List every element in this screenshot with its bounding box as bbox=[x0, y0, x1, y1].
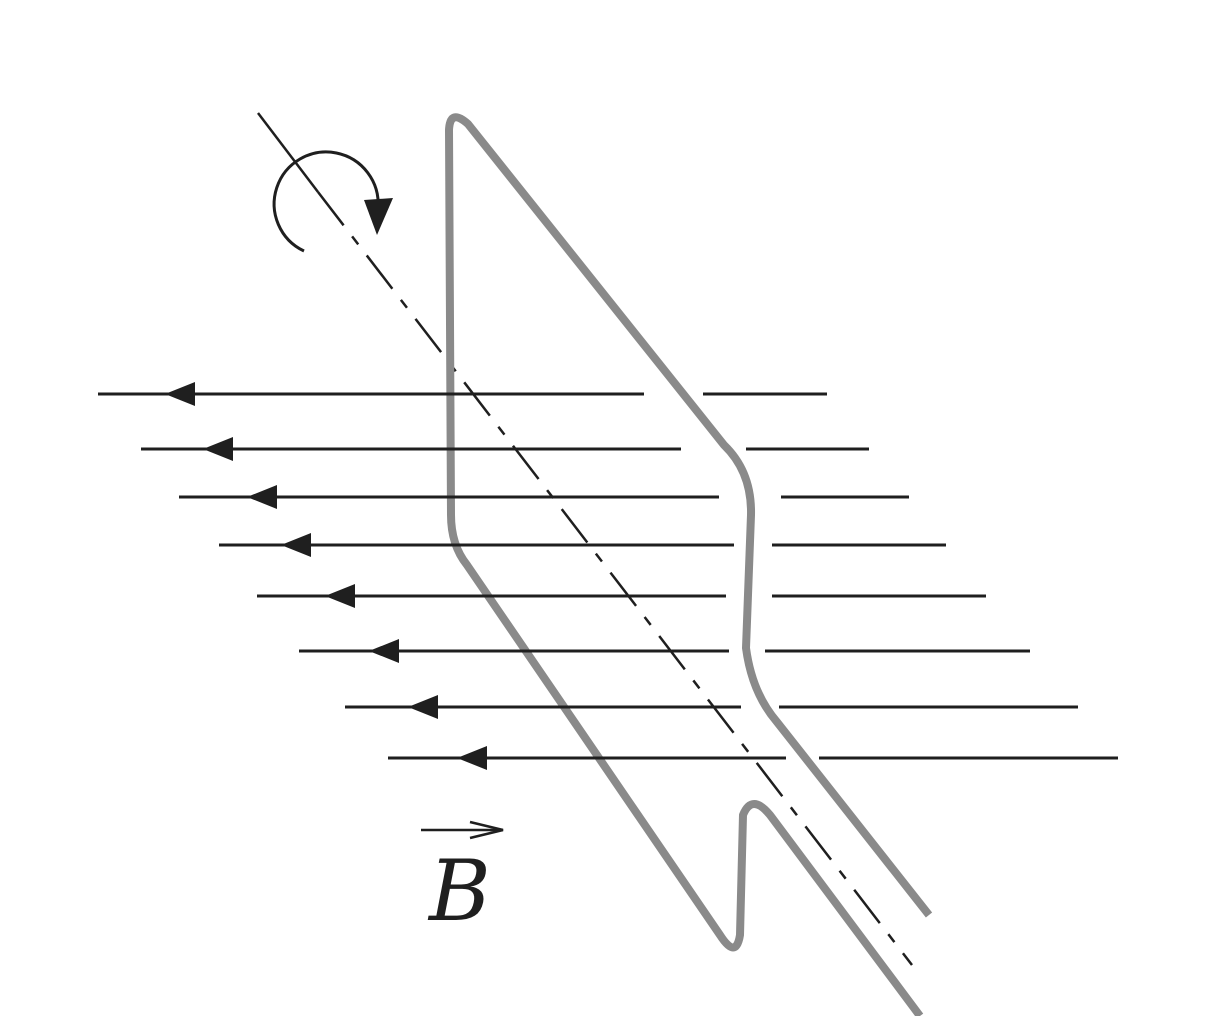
left-arrow-icon bbox=[165, 382, 195, 406]
field-line bbox=[219, 533, 946, 557]
field-symbol: B bbox=[427, 842, 491, 940]
field-line bbox=[345, 695, 1078, 719]
rotation-arrow-icon bbox=[272, 150, 393, 253]
axis-solid-segment bbox=[257, 112, 319, 193]
left-arrow-icon bbox=[203, 437, 233, 461]
axis-dashed-segment bbox=[317, 191, 913, 966]
left-arrow-icon bbox=[247, 485, 277, 509]
left-arrow-icon bbox=[325, 584, 355, 608]
field-line bbox=[179, 485, 909, 509]
field-line bbox=[257, 584, 986, 608]
field-vector-label: B bbox=[421, 820, 504, 940]
left-arrow-icon bbox=[457, 746, 487, 770]
left-arrow-icon bbox=[369, 639, 399, 663]
wire-loop bbox=[445, 113, 933, 1016]
field-line bbox=[299, 639, 1030, 663]
left-arrow-icon bbox=[281, 533, 311, 557]
field-line bbox=[98, 382, 827, 406]
left-arrow-icon bbox=[408, 695, 438, 719]
magnetic-field-lines bbox=[98, 382, 1118, 770]
field-line bbox=[388, 746, 1118, 770]
field-line bbox=[141, 437, 869, 461]
rotation-axis bbox=[257, 112, 913, 966]
